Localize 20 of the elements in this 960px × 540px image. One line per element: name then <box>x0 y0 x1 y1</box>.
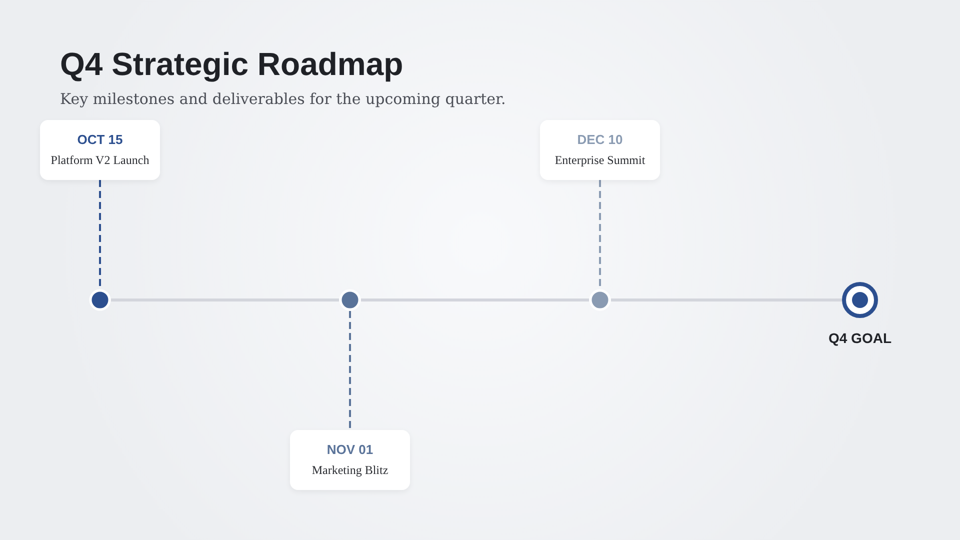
milestone-card <box>290 430 410 490</box>
dashed-connector <box>599 180 601 289</box>
milestone-dot <box>589 289 611 311</box>
milestone-card <box>540 120 660 180</box>
milestone-title: Marketing Blitz <box>312 462 388 478</box>
title: Q4 Strategic Roadmap <box>60 46 404 83</box>
goal-target-marker <box>842 282 878 318</box>
milestone-dot <box>89 289 111 311</box>
milestone-dot <box>339 289 361 311</box>
milestone-title: Enterprise Summit <box>554 152 646 168</box>
subtitle: Key milestones and deliverables for the upcoming quarter. <box>60 90 506 108</box>
milestone-card <box>40 120 160 180</box>
dashed-connector <box>99 180 101 289</box>
dashed-connector <box>349 311 351 430</box>
milestone-date: OCT 15 <box>77 132 123 148</box>
milestone-date: DEC 10 <box>577 132 623 148</box>
milestone-title: Platform V2 Launch <box>50 152 150 168</box>
milestone-date: NOV 01 <box>326 442 374 458</box>
milestone-label: Q4 GOAL <box>828 330 892 346</box>
timeline-line <box>361 298 589 302</box>
